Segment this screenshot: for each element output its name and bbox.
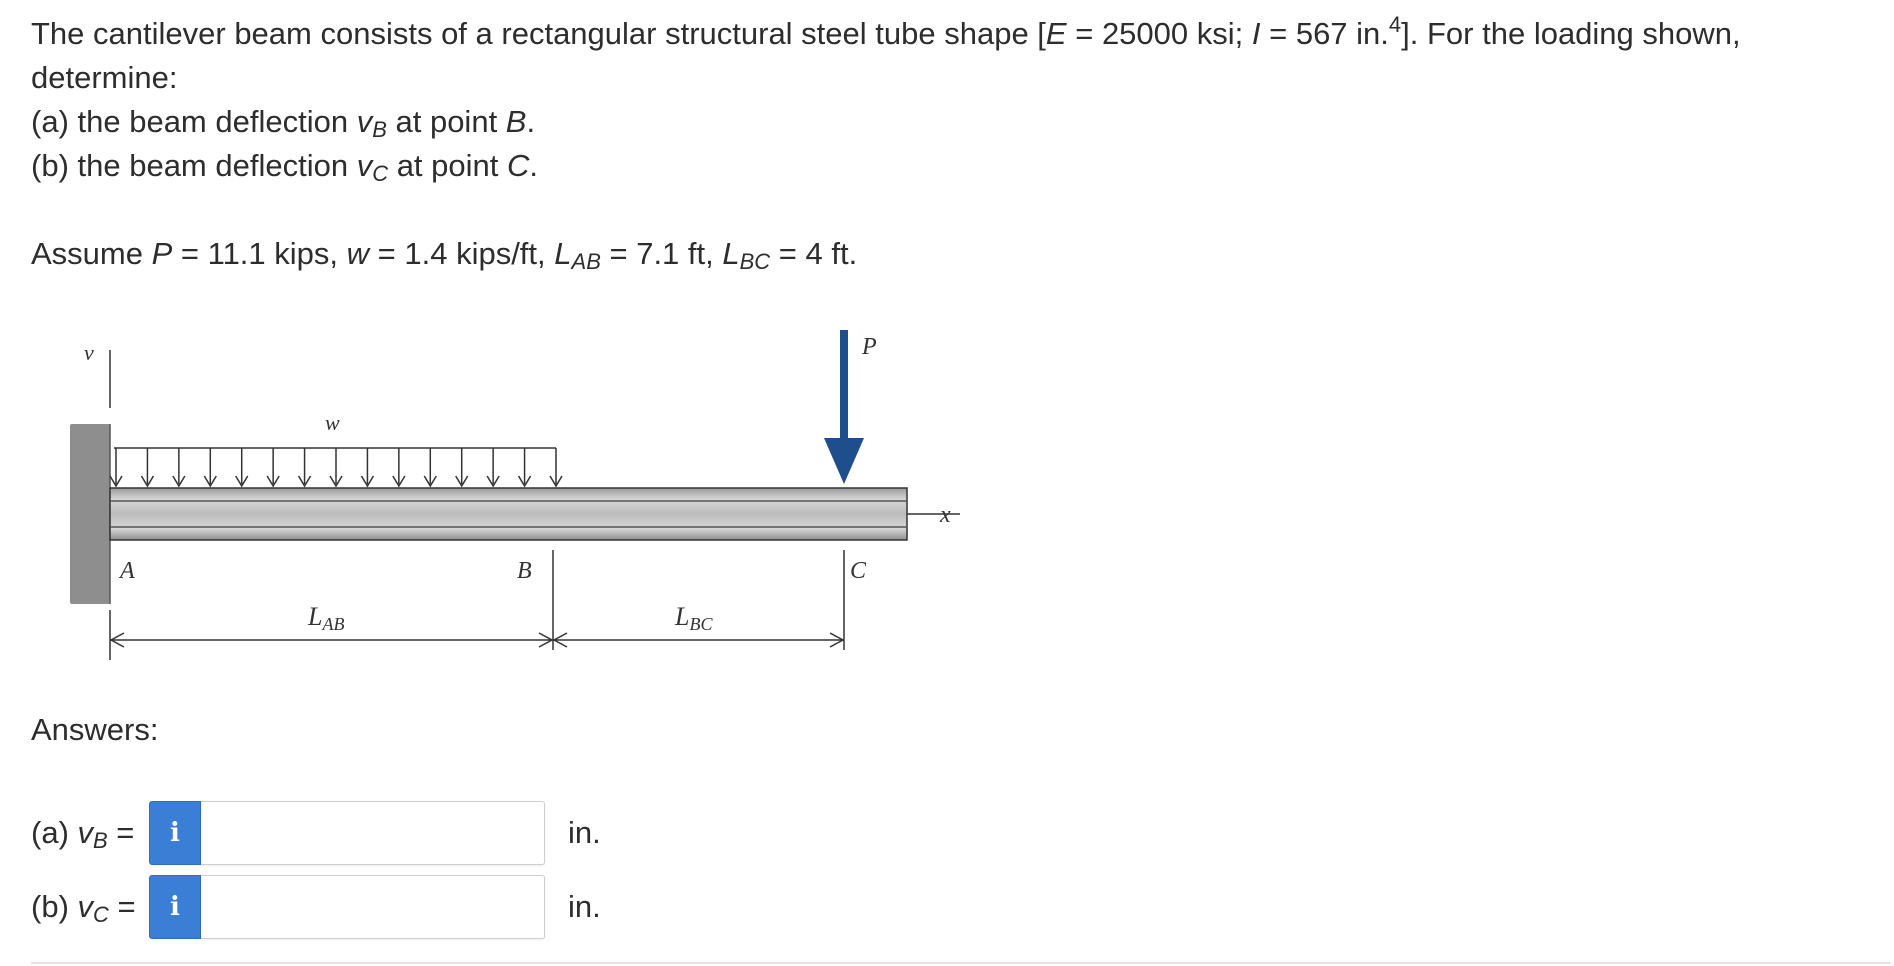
point-C-label: C (850, 558, 867, 584)
beam-diagram: v w x P A B C LAB L (70, 330, 960, 660)
point-load-head (824, 438, 864, 484)
info-button-b[interactable]: i (149, 875, 201, 939)
udl-arrow-head (203, 475, 217, 488)
LBC-label: LBC (674, 602, 713, 634)
info-icon: i (170, 818, 180, 848)
problem-line-2: determine: (31, 60, 178, 95)
dim-arrow-left (109, 632, 125, 648)
answer-row-a: (a) vB = i in. (31, 801, 731, 865)
answers-heading: Answers: (31, 712, 159, 747)
udl-arrow-head (360, 475, 375, 488)
w-label: w (325, 410, 340, 435)
problem-line-1: The cantilever beam consists of a rectan… (31, 12, 1741, 52)
udl-arrow-head (109, 475, 123, 488)
dim-arrow-B-right (552, 632, 568, 648)
dim-arrow-right (829, 632, 845, 648)
fixed-wall (70, 424, 110, 604)
udl-arrow-head (297, 475, 312, 488)
point-B-label: B (517, 558, 532, 584)
answer-a-unit: in. (568, 815, 601, 850)
beam (109, 487, 908, 541)
udl-arrow-head (455, 475, 469, 488)
point-A-label: A (118, 558, 135, 584)
answer-input-vB[interactable] (201, 801, 545, 865)
problem-statement: The cantilever beam consists of a rectan… (31, 12, 1851, 276)
v-axis-label: v (84, 340, 94, 365)
udl-arrow-head (392, 475, 406, 488)
beam-figure: v w x P A B C LAB L (60, 320, 960, 680)
info-button-a[interactable]: i (149, 801, 201, 865)
answer-input-vC[interactable] (201, 875, 545, 939)
problem-part-b: (b) the beam deflection vC at point C. (31, 148, 539, 186)
x-axis-label: x (939, 502, 951, 528)
problem-part-a: (a) the beam deflection vB at point B. (31, 104, 536, 142)
udl-arrow-head (266, 475, 280, 488)
udl-arrow-head (329, 475, 343, 488)
distributed-load (109, 447, 563, 488)
P-label: P (861, 334, 877, 360)
udl-arrows (109, 448, 563, 488)
answer-row-b: (b) vC = i in. (31, 875, 731, 939)
udl-arrow-head (140, 475, 155, 488)
answer-b-label: (b) vC = (31, 889, 136, 927)
udl-arrow-head (235, 475, 249, 488)
udl-arrow-head (423, 475, 437, 488)
udl-arrow-head (172, 475, 186, 488)
udl-arrow-head (549, 475, 563, 488)
answer-b-unit: in. (568, 889, 601, 924)
info-icon: i (170, 892, 180, 922)
problem-assumptions: Assume P = 11.1 kips, w = 1.4 kips/ft, L… (31, 236, 858, 274)
LAB-label: LAB (307, 602, 344, 634)
udl-arrow-head (486, 475, 500, 488)
bottom-divider (31, 962, 1891, 964)
answer-a-label: (a) vB = (31, 815, 135, 853)
udl-arrow-head (517, 475, 532, 488)
dim-arrow-B-left (538, 632, 554, 648)
